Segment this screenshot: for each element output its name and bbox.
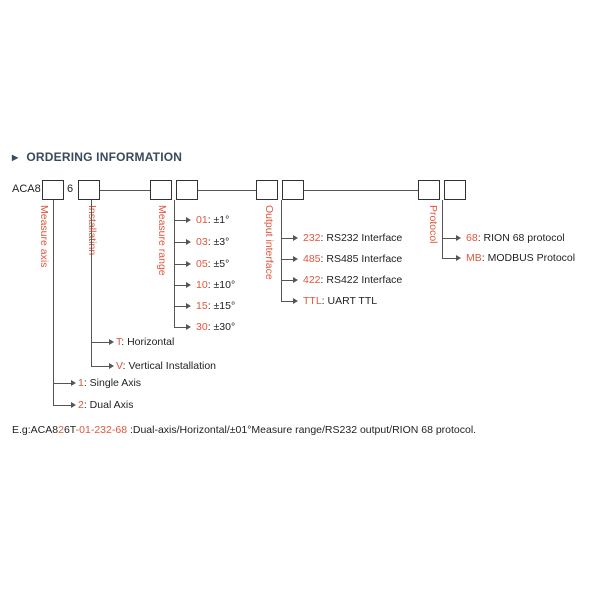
arrow-icon: [456, 235, 461, 241]
range-option: 03: ±3°: [196, 236, 230, 248]
branch-line: [91, 342, 109, 343]
branch-line: [281, 301, 293, 302]
arrow-icon: [186, 324, 191, 330]
arrow-icon: [186, 217, 191, 223]
output-tree-line: [281, 200, 282, 301]
arrow-icon: [71, 402, 76, 408]
axis-tree-line: [53, 200, 54, 405]
axis-code-box: [42, 180, 64, 200]
range-option: 05: ±5°: [196, 258, 230, 270]
arrow-icon: [109, 339, 114, 345]
branch-line: [174, 264, 186, 265]
fixed-digit: 6: [67, 183, 74, 195]
range-option: 30: ±30°: [196, 321, 236, 333]
output-option: 485: RS485 Interface: [303, 253, 403, 265]
branch-line: [174, 242, 186, 243]
branch-line: [53, 405, 71, 406]
protocol-option: 68: RION 68 protocol: [466, 232, 565, 244]
output-option: 232: RS232 Interface: [303, 232, 403, 244]
output-option: TTL: UART TTL: [303, 295, 378, 307]
axis-option-1: 1: Single Axis: [78, 377, 142, 389]
branch-line: [174, 327, 186, 328]
range-code-box-2: [176, 180, 198, 200]
installation-option-1: T: Horizontal: [116, 336, 175, 348]
arrow-icon: [109, 363, 114, 369]
arrow-icon: [456, 255, 461, 261]
protocol-label: Protocol: [427, 205, 439, 244]
arrow-icon: [293, 298, 298, 304]
measure-axis-label: Measure axis: [38, 205, 50, 268]
installation-tree-line: [91, 200, 92, 366]
range-option: 01: ±1°: [196, 214, 230, 226]
branch-line: [442, 258, 456, 259]
branch-line: [281, 259, 293, 260]
installation-option-2: V: Vertical Installation: [116, 360, 217, 372]
arrow-icon: [293, 235, 298, 241]
connector-line: [198, 190, 256, 191]
section-title-text: ORDERING INFORMATION: [26, 150, 183, 164]
measure-range-label: Measure range: [156, 205, 168, 276]
arrow-icon: [186, 261, 191, 267]
arrow-icon: [186, 239, 191, 245]
arrow-icon: [71, 380, 76, 386]
example-text: E.g:ACA826T-01-232-68 :Dual-axis/Horizon…: [12, 424, 477, 436]
connector-line: [304, 190, 418, 191]
installation-code-box: [78, 180, 100, 200]
protocol-tree-line: [442, 200, 443, 258]
protocol-option: MB: MODBUS Protocol: [466, 252, 576, 264]
branch-line: [91, 366, 109, 367]
range-code-box-1: [150, 180, 172, 200]
output-option: 422: RS422 Interface: [303, 274, 403, 286]
protocol-code-box-1: [418, 180, 440, 200]
section-title: ▶ ORDERING INFORMATION: [12, 150, 182, 164]
branch-line: [174, 306, 186, 307]
branch-line: [442, 238, 456, 239]
branch-line: [53, 383, 71, 384]
triangle-bullet-icon: ▶: [12, 153, 19, 162]
output-code-box-1: [256, 180, 278, 200]
branch-line: [281, 280, 293, 281]
arrow-icon: [293, 256, 298, 262]
protocol-code-box-2: [444, 180, 466, 200]
model-prefix: ACA8: [12, 183, 41, 195]
range-option: 15: ±15°: [196, 300, 236, 312]
range-tree-line: [174, 200, 175, 327]
branch-line: [174, 220, 186, 221]
connector-line: [100, 190, 150, 191]
arrow-icon: [186, 303, 191, 309]
axis-option-2: 2: Dual Axis: [78, 399, 134, 411]
arrow-icon: [293, 277, 298, 283]
output-interface-label: Output interface: [263, 205, 275, 280]
range-option: 10: ±10°: [196, 279, 236, 291]
installation-label: Installatinn: [86, 205, 98, 256]
output-code-box-2: [282, 180, 304, 200]
branch-line: [281, 238, 293, 239]
branch-line: [174, 285, 186, 286]
arrow-icon: [186, 282, 191, 288]
